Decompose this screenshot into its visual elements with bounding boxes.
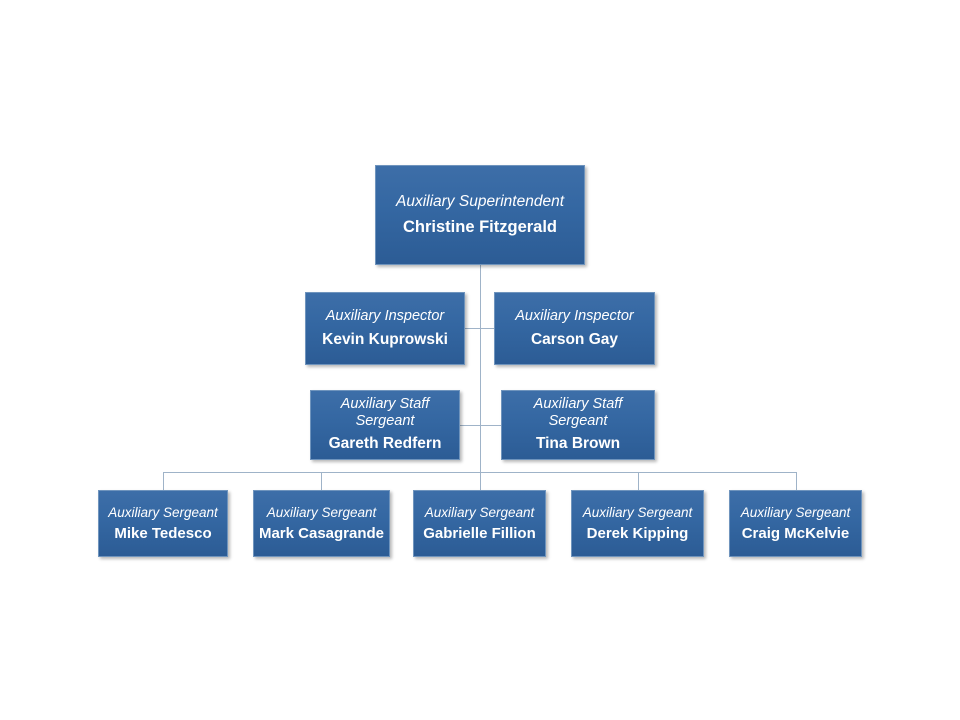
connector-drop-sergeant-3 — [480, 472, 481, 490]
connector-inspector-left — [465, 328, 481, 329]
node-name: Carson Gay — [530, 330, 618, 348]
node-name: Mike Tedesco — [114, 524, 212, 542]
node-name: Tina Brown — [535, 435, 621, 453]
node-title: Auxiliary Sergeant — [740, 504, 851, 520]
node-name: Kevin Kuprowski — [322, 330, 448, 348]
node-title: Auxiliary Sergeant — [424, 504, 535, 520]
node-title: Auxiliary Staff Sergeant — [340, 396, 430, 430]
node-title: Auxiliary Staff Sergeant — [533, 396, 623, 430]
connector-inspector-right — [480, 328, 494, 329]
node-name: Derek Kipping — [586, 524, 689, 542]
node-name: Mark Casagrande — [258, 524, 385, 542]
node-auxiliary-sergeant-derek-kipping[interactable]: Auxiliary Sergeant Derek Kipping — [571, 490, 704, 557]
node-auxiliary-sergeant-mike-tedesco[interactable]: Auxiliary Sergeant Mike Tedesco — [98, 490, 228, 557]
node-auxiliary-superintendent[interactable]: Auxiliary Superintendent Christine Fitzg… — [375, 165, 585, 265]
node-auxiliary-inspector-kevin-kuprowski[interactable]: Auxiliary Inspector Kevin Kuprowski — [305, 292, 465, 365]
node-title: Auxiliary Inspector — [325, 307, 445, 324]
connector-drop-sergeant-1 — [163, 472, 164, 490]
connector-spine-main — [480, 265, 481, 472]
node-auxiliary-staff-sergeant-tina-brown[interactable]: Auxiliary Staff Sergeant Tina Brown — [501, 390, 655, 460]
node-title: Auxiliary Sergeant — [582, 504, 693, 520]
connector-drop-sergeant-2 — [321, 472, 322, 490]
node-title: Auxiliary Sergeant — [266, 504, 377, 520]
node-auxiliary-staff-sergeant-gareth-redfern[interactable]: Auxiliary Staff Sergeant Gareth Redfern — [310, 390, 460, 460]
node-title: Auxiliary Sergeant — [108, 504, 218, 520]
node-name: Gareth Redfern — [328, 435, 442, 453]
connector-staff-sergeant-right — [480, 425, 501, 426]
node-title: Auxiliary Superintendent — [395, 192, 565, 210]
node-auxiliary-sergeant-gabrielle-fillion[interactable]: Auxiliary Sergeant Gabrielle Fillion — [413, 490, 546, 557]
node-title: Auxiliary Inspector — [515, 307, 634, 324]
node-auxiliary-inspector-carson-gay[interactable]: Auxiliary Inspector Carson Gay — [494, 292, 655, 365]
node-auxiliary-sergeant-mark-casagrande[interactable]: Auxiliary Sergeant Mark Casagrande — [253, 490, 390, 557]
connector-drop-sergeant-5 — [796, 472, 797, 490]
node-auxiliary-sergeant-craig-mckelvie[interactable]: Auxiliary Sergeant Craig McKelvie — [729, 490, 862, 557]
node-name: Christine Fitzgerald — [402, 217, 558, 236]
node-name: Gabrielle Fillion — [423, 524, 536, 542]
node-name: Craig McKelvie — [741, 524, 850, 542]
connector-drop-sergeant-4 — [638, 472, 639, 490]
connector-staff-sergeant-left — [460, 425, 481, 426]
